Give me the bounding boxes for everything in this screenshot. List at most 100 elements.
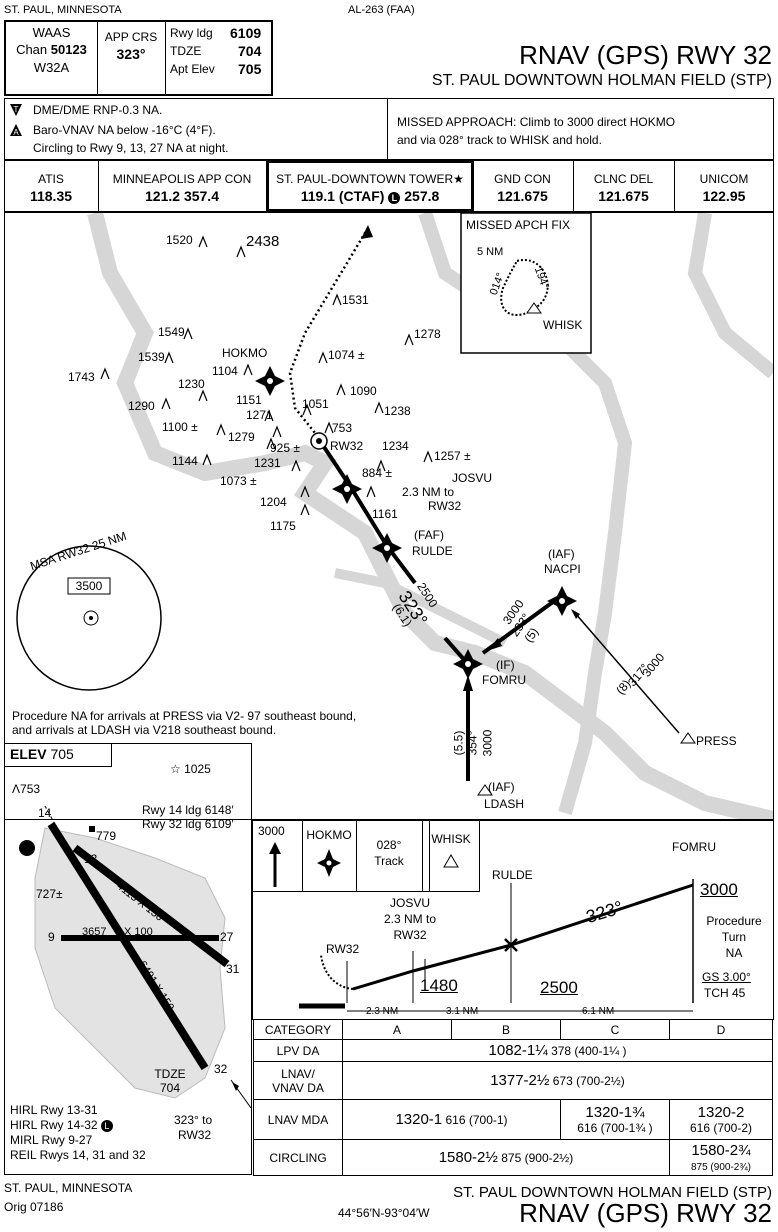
runway-num-14: 14 [38,806,52,820]
app-crs-label: APP CRS [104,30,158,44]
obstacle-elev: 1104 [212,364,238,378]
lnav-ab-minimums: 1320-1 616 (700-1) [342,1099,561,1140]
fomru-label: FOMRU [482,673,526,687]
missed-icons-box [252,820,430,892]
elev-box [4,743,112,767]
lighting-3: MIRL Rwy 9-27 [10,1133,93,1147]
category-b: B [451,1019,561,1040]
minimums-table: CATEGORY A B C D LPV DA 1082-1¼ 378 (400… [253,1019,773,1176]
segment-distance-3: 6.1 NM [582,1006,615,1017]
footer-title: RNAV (GPS) RWY 32 [519,1198,772,1228]
runway-14-32 [47,821,209,1071]
footer-airport: ST. PAUL DOWNTOWN HOLMAN FIELD (STP) [453,1184,772,1201]
profile-fomru-alt: 3000 [700,880,738,899]
missed-hokmo-label: HOKMO [306,828,352,842]
comm-freq-gnd: 121.675 [497,188,548,204]
missed-approach-path [288,227,370,434]
profile-rw32-label: RW32 [326,942,360,956]
comm-freq-unicom: 122.95 [702,188,746,204]
ldash-waypoint-icon [477,784,493,796]
rulde-label: RULDE [412,544,453,558]
header-info-box: WAAS Chan 50123 W32A APP CRS 323° Rwy ld… [4,20,273,96]
obstacle-elev: 1290 [128,399,155,413]
waas-label: WAAS [32,25,71,40]
part-time-lighting-icon: L [100,1120,113,1132]
obstacle-elev: 925 ± [270,441,300,455]
nacpi-label: NACPI [544,562,581,576]
building-icon [89,826,95,832]
profile-graphics [299,879,694,1012]
lighting-4: REIL Rwys 14, 31 and 32 [10,1148,146,1162]
press-waypoint-icon [680,732,696,744]
final-arrow-head [232,1082,239,1091]
runway-13-31 [72,844,230,968]
river-channel [334,568,508,648]
rw32-label: RW32 [330,439,364,453]
press-label: PRESS [696,734,737,748]
whisk-hold-icon [526,302,542,314]
obstacle-779: 779 [96,829,117,843]
lighting-2: HIRL Rwy 14-32 L [10,1118,113,1132]
missed-track-label: Track [374,854,404,868]
rwy-ldg-label: Rwy ldg [170,26,213,40]
airport-graphics [19,805,251,1109]
runway-14-ldg: Rwy 14 ldg 6148′ [142,803,234,817]
josvu-dist: 2.3 NM to [402,485,455,499]
category-label: CATEGORY [253,1019,343,1040]
whisk-waypoint-icon [443,854,459,868]
final-course [318,439,417,585]
river-ne [687,213,773,379]
josvu-rw: RW32 [428,499,462,513]
missed-fix-inset [460,213,592,354]
nacpi-arrow [487,638,502,651]
holding-pattern [500,258,549,317]
als-icon [19,840,35,856]
obstacle-727: 727± [36,887,63,901]
comm-freq-app: 121.2 357.4 [145,188,219,204]
obstacle-elev: 884 ± [362,466,392,480]
climb-alt: 3000 [258,824,285,838]
missed-fix-distance: 5 NM [477,246,504,258]
note-line-1: DME/DME RNP-0.3 NA. [33,103,163,117]
plan-view-graphics [16,213,773,819]
josvu-altitude: 1480 [420,976,458,995]
obstacle-elev: 1074 ± [328,348,365,362]
runway-num-13: 13 [84,852,98,866]
circling-abc-minimums: 1580-2½ 875 (900-2½) [342,1139,670,1176]
airport-diagram [4,743,252,1175]
obstacle-1025: ☆ 1025 [170,762,211,776]
rulde-fix-icon [372,533,402,563]
obstacle-elev: 1144 [172,454,198,468]
profile-josvu-label: JOSVU [389,896,430,910]
msa-alt-box [67,577,111,595]
obstacle-elev: 1743 [68,370,95,384]
plan-view [4,212,774,820]
runway-9-27-width: X 100 [124,926,153,938]
obstacle-elev: 1531 [342,293,369,307]
procedure-note-2: and arrivals at LDASH via V218 southeast… [12,723,277,737]
obstacle-elev: 1278 [414,327,441,341]
footer-city-state: ST. PAUL, MINNESOTA [4,1181,133,1195]
missed-approach-1: MISSED APPROACH: Climb to 3000 direct HO… [397,115,676,129]
category-d: D [669,1019,773,1040]
header-doc-id: AL-263 (FAA) [348,4,415,16]
glide-path [352,883,694,991]
circling-label: CIRCLING [253,1139,343,1176]
nacpi-iaf: (IAF) [548,547,575,561]
airport-crs-note-rw: RW32 [178,1128,212,1142]
tower-freq-box [266,160,474,212]
obstacle-markers [100,235,433,516]
fomru-if: (IF) [496,658,515,672]
comm-freq-atis: 118.35 [29,188,73,204]
procedure-turn-1: Procedure [706,914,762,928]
procedure-turn-2: Turn [721,930,747,944]
ldash-iaf: (IAF) [488,780,515,794]
obstacle-elev: 1073 ± [220,474,257,488]
comm-name-atis: ATIS [38,172,64,186]
runway-num-31: 31 [226,962,240,976]
